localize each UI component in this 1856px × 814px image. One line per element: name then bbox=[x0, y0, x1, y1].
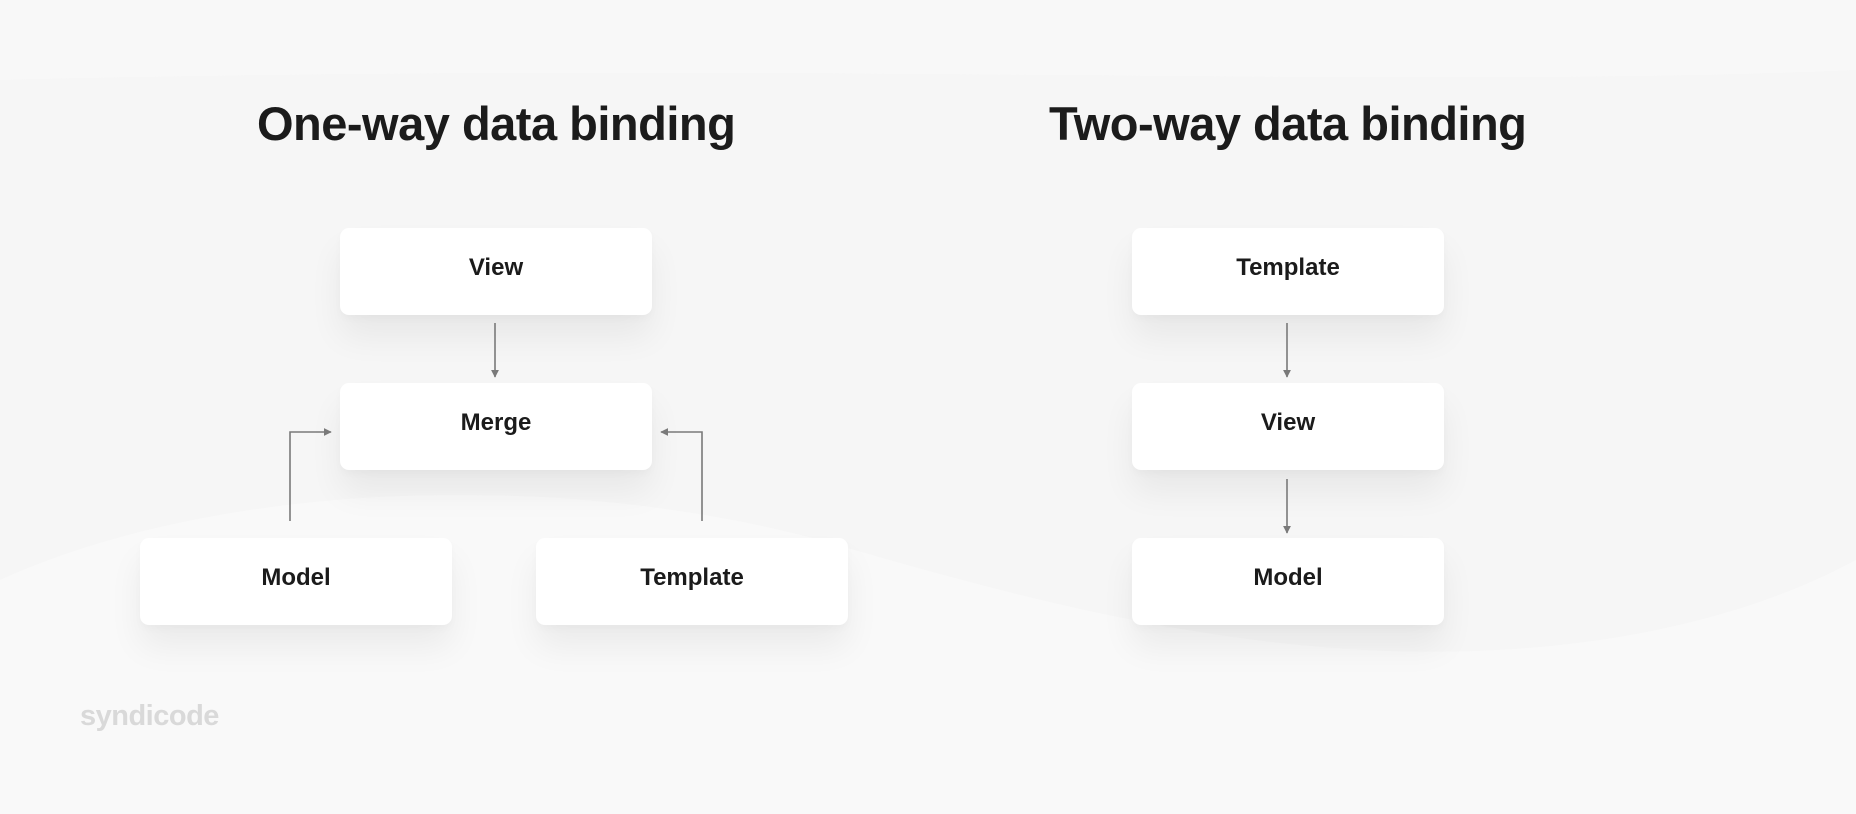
node-label: Model bbox=[1253, 563, 1323, 591]
two-way-title: Two-way data binding bbox=[1049, 97, 1527, 150]
one-way-view-node: View bbox=[340, 228, 652, 315]
one-way-title: One-way data binding bbox=[257, 97, 736, 150]
node-label: Template bbox=[1236, 253, 1340, 281]
syndicode-logo: syndicode bbox=[80, 700, 219, 732]
node-label: View bbox=[468, 253, 524, 281]
one-way-model-node: Model bbox=[140, 538, 452, 625]
two-way-model-node: Model bbox=[1132, 538, 1444, 625]
two-way-template-node: Template bbox=[1132, 228, 1444, 315]
node-label: Model bbox=[261, 563, 331, 591]
one-way-template-node: Template bbox=[536, 538, 848, 625]
node-label: Merge bbox=[460, 408, 532, 436]
two-way-view-node: View bbox=[1132, 383, 1444, 470]
one-way-merge-node: Merge bbox=[340, 383, 652, 470]
node-label: View bbox=[1260, 408, 1316, 436]
node-label: Template bbox=[640, 563, 744, 591]
